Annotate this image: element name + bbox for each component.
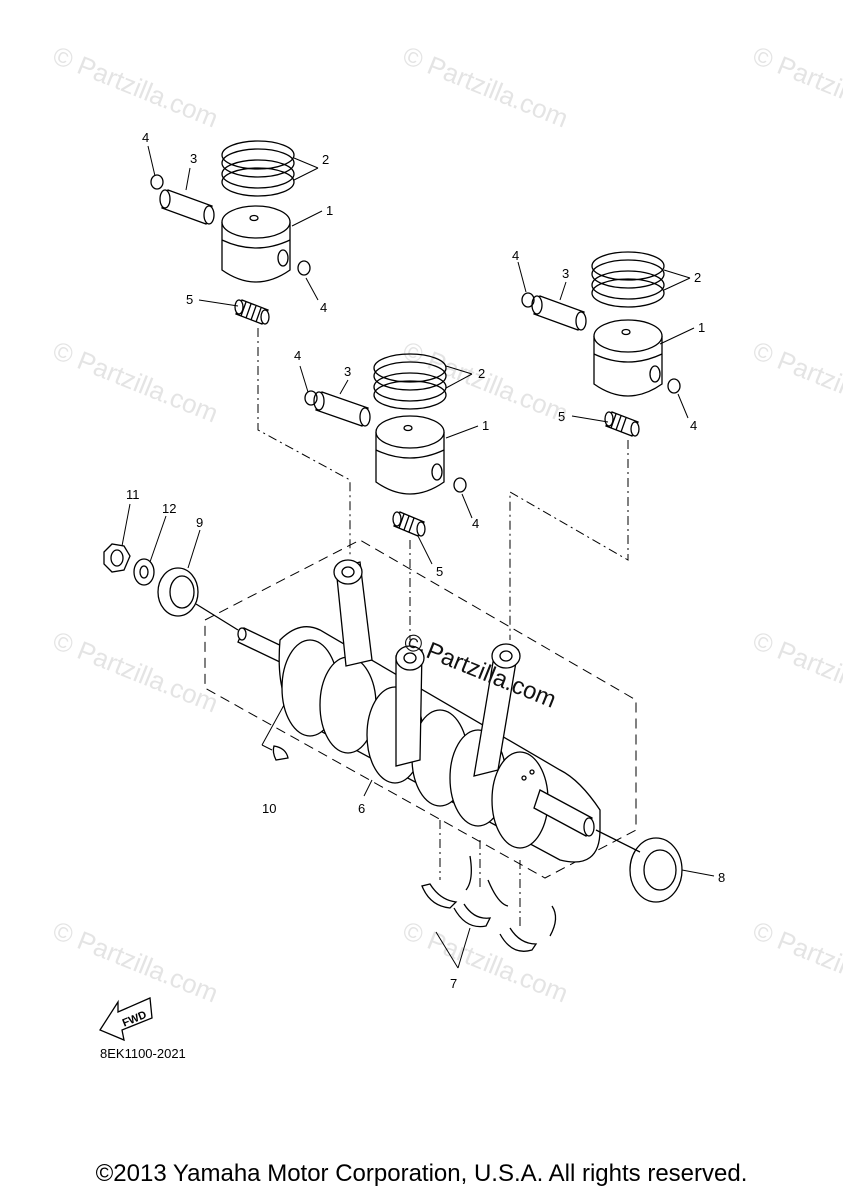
- crank-bearings: [421, 820, 557, 952]
- callout-1: 1: [326, 203, 333, 218]
- woodruff-key: [272, 745, 289, 761]
- callout-4: 4: [690, 418, 697, 433]
- callout-7: 7: [450, 976, 457, 991]
- callout-6: 6: [358, 801, 365, 816]
- callout-3: 3: [344, 364, 351, 379]
- callout-4: 4: [294, 348, 301, 363]
- fwd-arrow-icon: FWD: [99, 997, 153, 1042]
- callout-2: 2: [478, 366, 485, 381]
- piston-assembly-left: [150, 140, 351, 555]
- callout-4: 4: [512, 248, 519, 263]
- callout-3: 3: [190, 151, 197, 166]
- callout-1: 1: [482, 418, 489, 433]
- callout-4: 4: [320, 300, 327, 315]
- diagram-code: 8EK1100-2021: [100, 1046, 186, 1061]
- callout-4: 4: [142, 130, 149, 145]
- callout-1: 1: [698, 320, 705, 335]
- callout-4: 4: [472, 516, 479, 531]
- callout-12: 12: [162, 501, 176, 516]
- callout-10: 10: [262, 801, 276, 816]
- leader-lines: [121, 145, 715, 969]
- callout-labels: 1 2 3 4 4 5 1 2 3 4 4 5 1 2 3 4 4 5 11 1…: [126, 130, 725, 991]
- right-oil-seal: [595, 829, 683, 903]
- piston-assembly-right: [509, 251, 681, 640]
- copyright-notice: ©2013 Yamaha Motor Corporation, U.S.A. A…: [95, 1160, 748, 1187]
- callout-2: 2: [694, 270, 701, 285]
- callout-5: 5: [436, 564, 443, 579]
- callout-5: 5: [186, 292, 193, 307]
- callout-2: 2: [322, 152, 329, 167]
- piston-assembly-center: [304, 353, 467, 640]
- callout-8: 8: [718, 870, 725, 885]
- callout-3: 3: [562, 266, 569, 281]
- left-end-parts: [103, 543, 239, 631]
- crankshaft-assembly: [237, 559, 601, 863]
- callout-5: 5: [558, 409, 565, 424]
- callout-9: 9: [196, 515, 203, 530]
- callout-11: 11: [126, 487, 140, 502]
